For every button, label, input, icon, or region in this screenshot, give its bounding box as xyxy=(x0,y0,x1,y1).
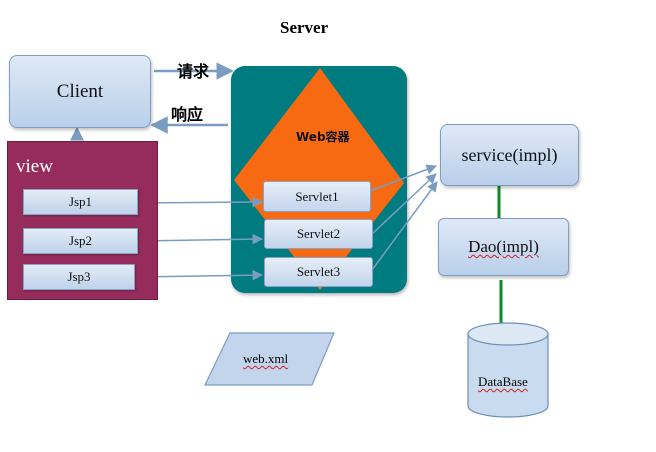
servlet-label: Servlet3 xyxy=(296,264,341,279)
jsp-box-2[interactable]: Jsp2 xyxy=(23,228,138,254)
jsp-box-3[interactable]: Jsp3 xyxy=(23,264,135,290)
dao-label: Dao(impl) xyxy=(468,237,539,256)
servlet3-service-arrow xyxy=(371,181,438,271)
database-label: DataBase xyxy=(478,374,528,389)
servlet1-service-arrow xyxy=(369,164,437,192)
jsp-box-1[interactable]: Jsp1 xyxy=(23,189,138,215)
jsp1-servlet1-arrow xyxy=(136,196,264,209)
jsp-label: Jsp1 xyxy=(68,194,93,209)
request-label: 请求 xyxy=(177,62,210,81)
servlet-box-1[interactable]: Servlet1 xyxy=(263,181,371,212)
diagram-title: Server xyxy=(280,18,329,37)
dao-box[interactable]: Dao(impl) xyxy=(438,218,569,276)
jsp-label: Jsp3 xyxy=(67,269,91,284)
jsp3-servlet3-arrow xyxy=(136,269,264,283)
service-box[interactable]: service(impl) xyxy=(440,124,579,186)
web-xml-label: web.xml xyxy=(243,351,289,366)
web-container-label: Web容器 xyxy=(296,130,350,144)
response-label: 响应 xyxy=(171,105,204,124)
client-label: Client xyxy=(56,80,104,102)
servlet-box-3[interactable]: Servlet3 xyxy=(264,257,373,287)
jsp-label: Jsp2 xyxy=(68,233,93,248)
servlet-box-2[interactable]: Servlet2 xyxy=(264,219,373,249)
client-box[interactable]: Client xyxy=(9,55,151,128)
view-label: view xyxy=(16,156,53,177)
servlet2-service-arrow xyxy=(371,173,437,235)
service-label: service(impl) xyxy=(461,144,558,165)
servlet-label: Servlet1 xyxy=(295,188,339,204)
web-xml-shape xyxy=(204,332,335,386)
jsp2-servlet2-arrow xyxy=(136,233,264,247)
database-cylinder xyxy=(467,322,549,418)
servlet-label: Servlet2 xyxy=(296,226,341,241)
